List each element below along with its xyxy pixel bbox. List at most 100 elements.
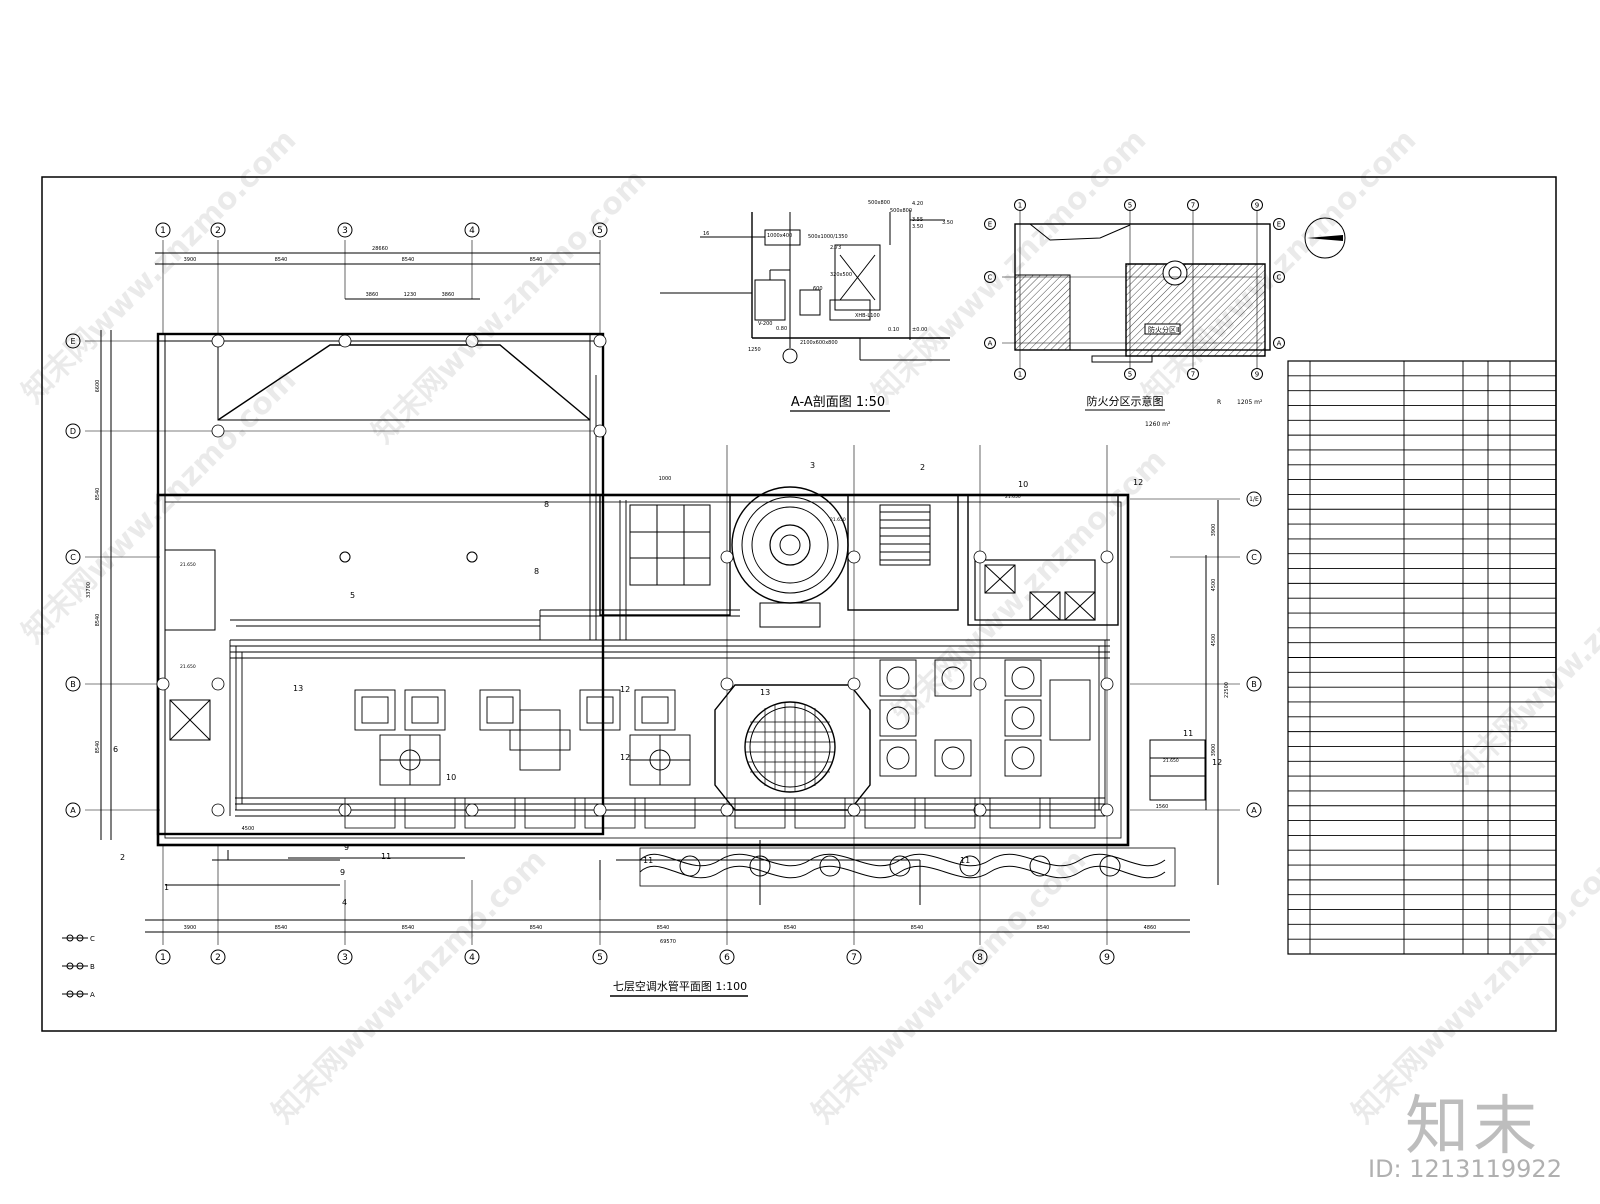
dim-bottom-seg: 8540	[275, 925, 288, 931]
pipe-marker-5: 5	[350, 591, 355, 600]
brand-logo: 知末	[1405, 1090, 1541, 1164]
elevation-label: 21.650	[180, 562, 196, 568]
axis-bottom-8: 8	[972, 949, 988, 965]
dim-misc: 4500	[242, 826, 255, 832]
axis-top-4: 4	[464, 222, 480, 238]
axis-right-C: C	[1246, 549, 1262, 565]
dim-left-seg: 8540	[95, 488, 101, 501]
axis-right-B: B	[1246, 676, 1262, 692]
fire-axis-top-1-label: 1	[1018, 202, 1022, 210]
fire-axis-bottom-9-label: 9	[1255, 371, 1259, 379]
axis-bottom-3: 3	[337, 949, 353, 965]
fire-axis-right-A-label: A	[1277, 340, 1282, 348]
fire-axis-top-1: 1	[1014, 199, 1026, 211]
dim-top-seg: 8540	[530, 257, 543, 263]
pipe-marker-1: 1	[164, 883, 169, 892]
dim-left-seg: 6600	[95, 380, 101, 393]
fire-axis-left-E: E	[984, 218, 996, 230]
dim-bottom-seg: 8540	[530, 925, 543, 931]
dim-top-total: 28660	[372, 246, 388, 252]
sheet-border	[41, 176, 1557, 1032]
axis-top-1-label: 1	[160, 226, 166, 236]
section-label: ±0.00	[912, 327, 927, 333]
dim-left-seg: 8540	[95, 741, 101, 754]
axis-right-1c-label: 1/E	[1249, 496, 1259, 503]
axis-top-4-label: 4	[469, 226, 475, 236]
main-plan-title: 七层空调水管平面图 1:100	[613, 979, 747, 993]
axis-left-D: D	[65, 423, 81, 439]
legend-label-a: A	[90, 991, 95, 999]
fire-axis-right-E: E	[1273, 218, 1285, 230]
north-arrow-icon	[1304, 217, 1346, 259]
section-label: V-200	[758, 321, 772, 327]
axis-left-E: E	[65, 333, 81, 349]
section-aa	[660, 210, 950, 364]
pipe-marker-6: 6	[113, 745, 118, 754]
fire-zone-label: 防火分区Ⅱ	[1148, 325, 1179, 334]
fire-axis-left-C-label: C	[988, 274, 993, 282]
pipe-marker-9: 9	[344, 843, 349, 852]
pipe-marker-9: 9	[340, 868, 345, 877]
fire-axis-bottom-9: 9	[1251, 368, 1263, 380]
pipe-marker-11: 11	[960, 856, 970, 865]
axis-left-C: C	[65, 549, 81, 565]
axis-top-5-label: 5	[597, 226, 603, 236]
pipe-marker-12: 12	[620, 685, 630, 694]
axis-right-C-label: C	[1251, 553, 1257, 562]
pipe-legend	[62, 934, 88, 998]
axis-right-1c: 1/E	[1246, 491, 1262, 507]
axis-left-A-label: A	[70, 806, 76, 815]
fire-axis-right-E-label: E	[1277, 221, 1281, 229]
booth-row	[344, 797, 1096, 829]
pipe-marker-2: 2	[120, 853, 125, 862]
fire-axis-top-5-label: 5	[1128, 202, 1132, 210]
axis-left-B-label: B	[70, 680, 76, 689]
dim-bottom-seg: 8540	[402, 925, 415, 931]
elevation-label: 21.650	[830, 517, 846, 523]
dim-bottom-seg: 8540	[784, 925, 797, 931]
fire-axis-top-7: 7	[1187, 199, 1199, 211]
axis-bottom-2: 2	[210, 949, 226, 965]
axis-right-B-label: B	[1251, 680, 1257, 689]
fire-axis-left-A-label: A	[988, 340, 993, 348]
pipe-marker-11: 11	[1183, 729, 1193, 738]
axis-bottom-9: 9	[1099, 949, 1115, 965]
dim-top-seg: 3900	[184, 257, 197, 263]
dining-tables	[354, 659, 1091, 786]
dim-right-seg: 4500	[1211, 634, 1217, 647]
dome-grid	[746, 703, 834, 791]
dim-left-total: 33700	[86, 582, 92, 598]
section-label: 320x500	[830, 272, 852, 278]
section-label: 3.55	[912, 217, 923, 223]
axis-bottom-2-label: 2	[215, 953, 221, 963]
image-id-label: ID: 1213119922	[1368, 1155, 1562, 1183]
dim-top-small: 3860	[442, 292, 455, 298]
pipe-marker-11: 11	[643, 856, 653, 865]
axis-bottom-1-label: 1	[160, 953, 166, 963]
axis-top-1: 1	[155, 222, 171, 238]
dim-bottom-seg: 3900	[184, 925, 197, 931]
section-label: XHB-L100	[855, 313, 880, 319]
axis-left-D-label: D	[70, 427, 76, 436]
fire-axis-bottom-1-label: 1	[1018, 371, 1022, 379]
axis-left-B: B	[65, 676, 81, 692]
fire-axis-left-C: C	[984, 271, 996, 283]
elevation-label: 21.650	[180, 664, 196, 670]
axis-bottom-6-label: 6	[724, 953, 730, 963]
axis-left-A: A	[65, 802, 81, 818]
fire-axis-top-5: 5	[1124, 199, 1136, 211]
section-label: 2100x600x800	[800, 340, 838, 346]
section-label: 500x800	[868, 200, 890, 206]
pipe-marker-4: 4	[342, 898, 347, 907]
pipe-marker-2: 2	[920, 463, 925, 472]
dim-right-seg: 4500	[1211, 579, 1217, 592]
dim-bottom-total: 69570	[660, 939, 676, 945]
pipe-marker-3: 3	[810, 461, 815, 470]
axis-bottom-7-label: 7	[851, 953, 857, 963]
